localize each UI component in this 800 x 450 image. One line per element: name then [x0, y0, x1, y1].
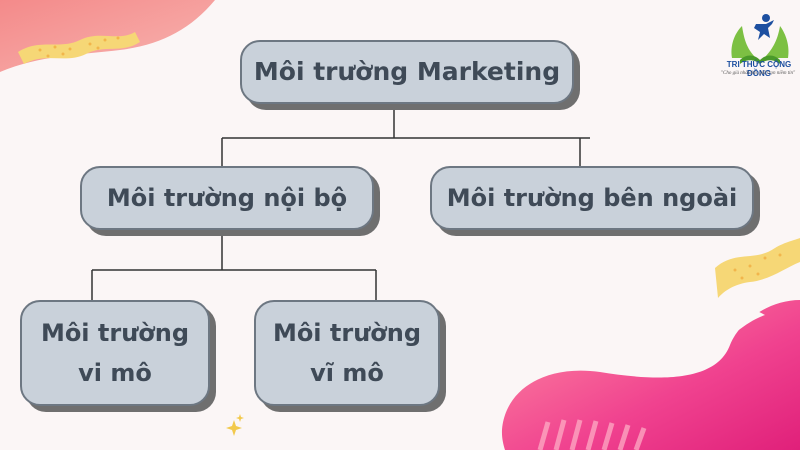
node-internal-environment: Môi trường nội bộ — [80, 166, 374, 230]
node-marketing-environment: Môi trường Marketing — [240, 40, 574, 104]
bottom-right-blob — [501, 300, 800, 450]
bottom-stripes — [537, 419, 647, 450]
node-external-environment: Môi trường bên ngoài — [430, 166, 754, 230]
node-micro-environment: Môi trường vi mô — [20, 300, 210, 406]
node-label-line2: vi mô — [78, 359, 152, 387]
node-label-line1: Môi trường — [272, 319, 422, 347]
sparkle-icon — [226, 414, 244, 436]
node-label: Môi trường nội bộ — [106, 184, 348, 212]
right-squiggle — [715, 238, 800, 298]
bottom-right-inner-shape — [660, 305, 765, 354]
node-label-line2: vĩ mô — [310, 359, 384, 387]
node-label: Môi trường bên ngoài — [446, 184, 738, 212]
logo-tagline: "Cho già nhất tim, giữ trọn niềm tin" — [720, 71, 796, 76]
node-macro-environment: Môi trường vĩ mô — [254, 300, 440, 406]
node-label: Môi trường Marketing — [253, 57, 561, 86]
node-label-line1: Môi trường — [40, 319, 190, 347]
logo-book-person-icon — [731, 14, 789, 64]
logo-name: TRI THỨC CỘNG ĐỒNG — [726, 60, 792, 78]
